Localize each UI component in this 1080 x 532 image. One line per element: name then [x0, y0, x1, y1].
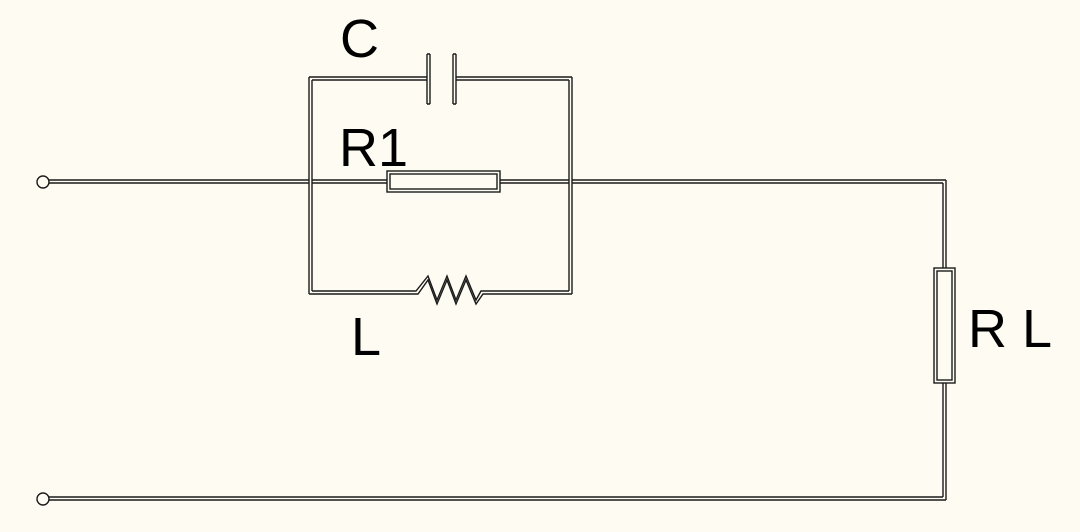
component-labels: C R1 L R L [339, 9, 1052, 367]
load-resistor-body-outer [933, 267, 956, 384]
load-wire-upper [942, 180, 947, 268]
input-wire-top [49, 179, 309, 184]
circuit-wires [49, 76, 947, 501]
capacitor-plate-left [426, 53, 431, 105]
resistor-r1-symbol [386, 170, 501, 193]
load-wire-lower [942, 383, 947, 500]
load-resistor-body-inner [936, 270, 953, 381]
load-resistor-label: R L [968, 299, 1052, 359]
capacitor-symbol [426, 53, 457, 105]
load-resistor-symbol [933, 267, 956, 384]
input-terminal-top [36, 175, 50, 189]
inductor-symbol [408, 274, 490, 306]
parallel-left-rail [308, 77, 313, 294]
inductor-zigzag-outer [408, 278, 490, 306]
resistor-r1-body-outer [386, 170, 501, 193]
parallel-right-rail [568, 77, 573, 294]
inductor-zigzag-inner [408, 274, 490, 302]
capacitor-branch-wire [309, 76, 572, 81]
resistor-branch-wire [312, 179, 569, 184]
input-terminal-bottom [36, 492, 50, 506]
inductor-branch-wire [309, 290, 572, 295]
inductor-label: L [351, 307, 381, 367]
resistor-r1-label: R1 [339, 118, 408, 178]
terminals [36, 175, 50, 506]
capacitor-label: C [340, 9, 379, 69]
resistor-r1-body-inner [389, 173, 498, 190]
output-wire-top [572, 179, 946, 184]
return-wire-bottom [49, 496, 946, 501]
capacitor-plate-right [452, 53, 457, 105]
